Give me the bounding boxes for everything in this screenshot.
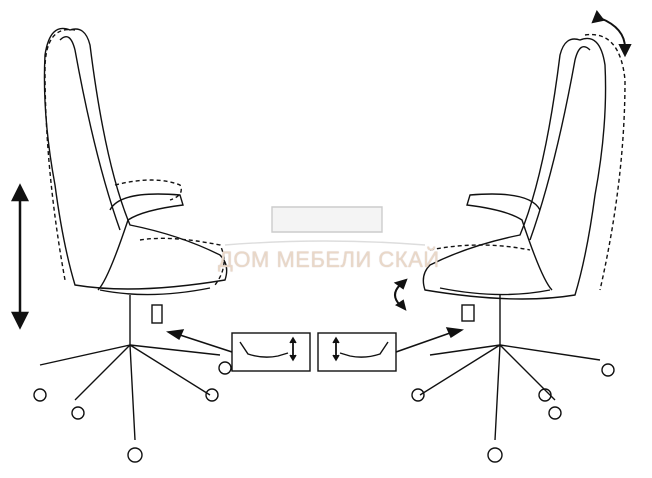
- lever-callout-left: [166, 329, 311, 372]
- tilt-arrow-icon: [393, 9, 632, 311]
- left-chair: [33, 27, 232, 463]
- watermark-text: ДОМ МЕБЕЛИ СКАЙ: [218, 247, 440, 272]
- watermark-sofa-logo: [224, 206, 426, 246]
- height-double-arrow-icon: [10, 183, 30, 330]
- right-chair: [411, 33, 626, 463]
- pointer-arrow-icon: [445, 327, 464, 339]
- lever-callout-right: [317, 327, 464, 372]
- pointer-arrow-icon: [166, 329, 185, 341]
